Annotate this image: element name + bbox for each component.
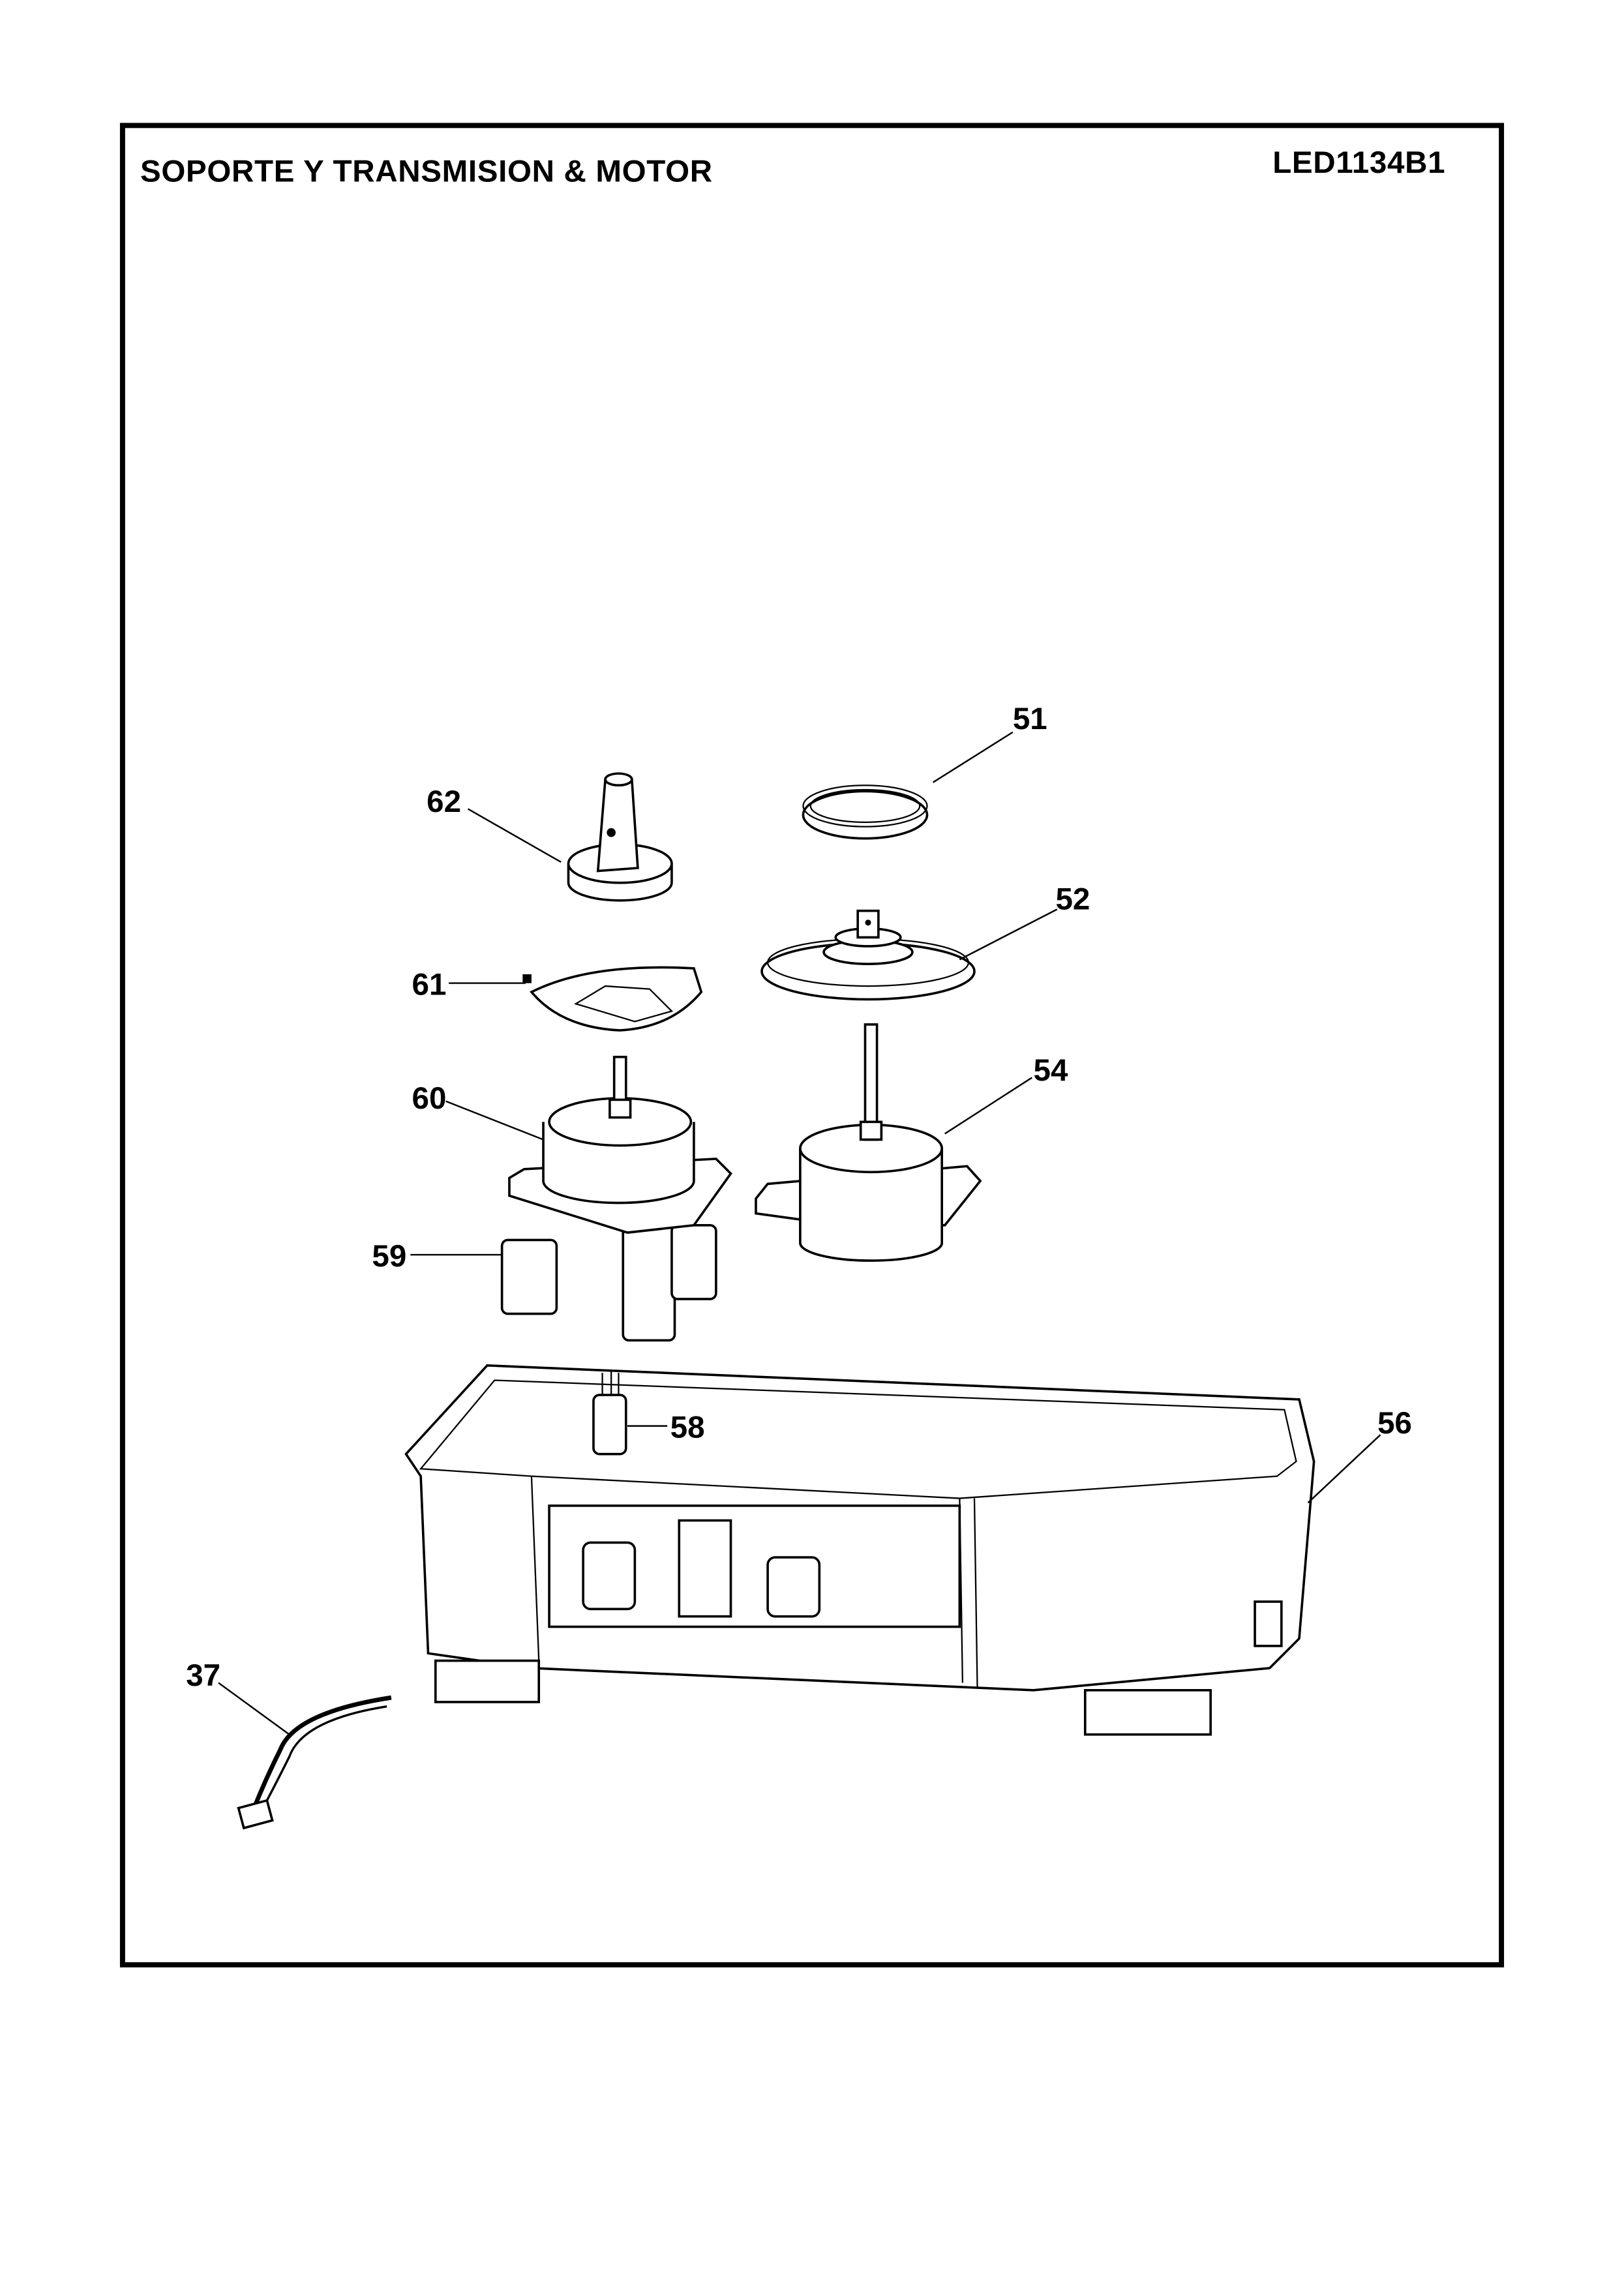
model-number: LED1134B1: [1272, 145, 1445, 180]
callout-56: 56: [1377, 1406, 1412, 1441]
section-title: SOPORTE Y TRANSMISION & MOTOR: [140, 154, 713, 188]
part-51-belt: [802, 785, 929, 840]
leader-lines: [218, 731, 1381, 1735]
callout-51: 51: [1013, 702, 1047, 736]
callout-54: 54: [1034, 1053, 1068, 1088]
part-54-motor: [755, 1023, 982, 1262]
callout-58: 58: [670, 1411, 705, 1445]
callout-59: 59: [372, 1239, 406, 1274]
diagram-frame: [119, 123, 1505, 1967]
callout-37: 37: [186, 1658, 220, 1693]
part-60-motor: [500, 1055, 732, 1342]
callout-52: 52: [1055, 882, 1090, 916]
part-52-pulley: [760, 909, 976, 1001]
part-62-coupling-hub: [567, 772, 673, 902]
callout-60: 60: [412, 1081, 447, 1116]
callout-62: 62: [427, 785, 461, 819]
part-61-clutch-plate: [522, 966, 703, 1032]
part-56-base: [404, 1364, 1316, 1736]
callout-61: 61: [412, 968, 447, 1002]
part-58-capacitor: [592, 1369, 627, 1456]
part-37-cable: [237, 1695, 392, 1830]
